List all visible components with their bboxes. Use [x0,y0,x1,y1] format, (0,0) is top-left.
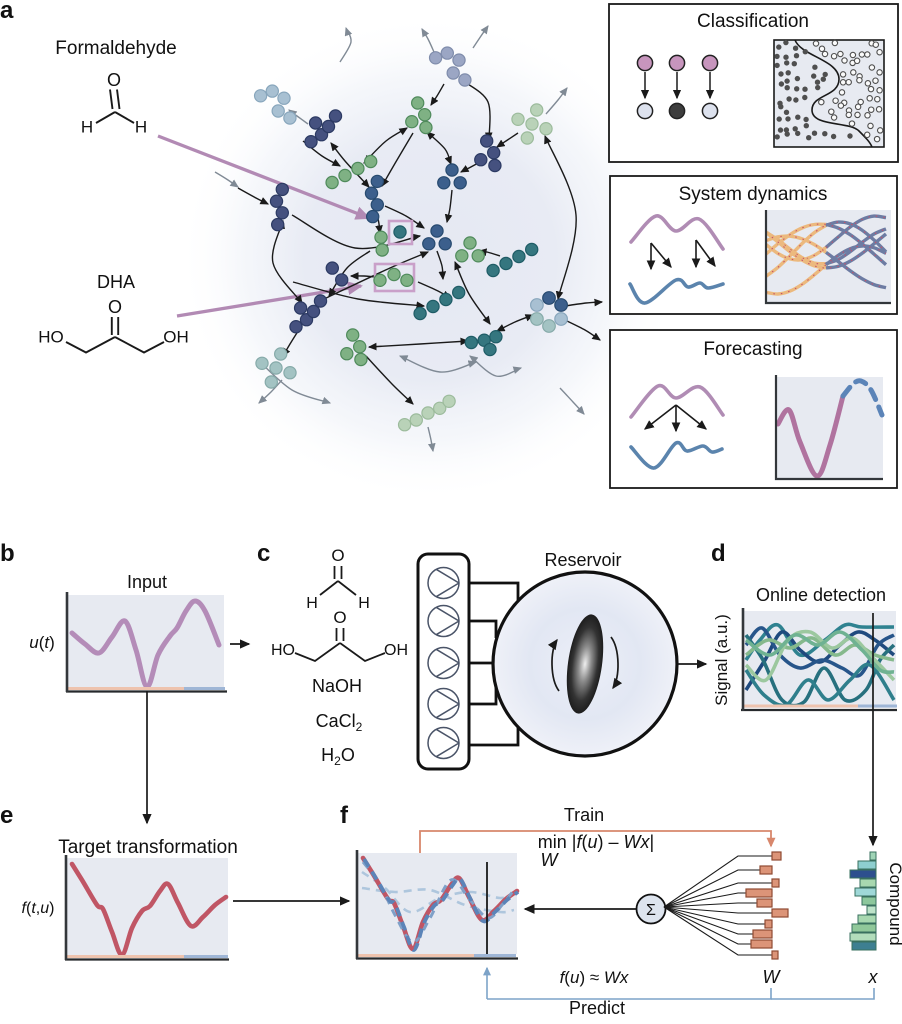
svg-text:O: O [333,608,346,627]
svg-text:f(t,u): f(t,u) [22,900,55,917]
svg-text:f: f [340,802,349,829]
svg-text:Formaldehyde: Formaldehyde [55,38,176,59]
svg-text:H: H [135,118,147,137]
svg-text:Train: Train [564,805,604,825]
svg-text:c: c [257,540,270,567]
svg-text:W: W [541,850,560,870]
svg-text:NaOH: NaOH [312,676,362,696]
svg-text:OH: OH [163,328,189,347]
svg-text:b: b [0,540,15,567]
svg-text:Reservoir: Reservoir [544,550,621,570]
svg-text:H2O: H2O [321,745,355,768]
svg-text:O: O [331,546,344,565]
svg-text:O: O [107,70,121,90]
svg-text:Σ: Σ [646,902,656,919]
svg-text:Online detection: Online detection [756,585,886,605]
svg-text:Signal (a.u.): Signal (a.u.) [712,614,731,706]
svg-text:e: e [0,802,13,829]
svg-text:O: O [108,297,122,317]
svg-text:f(u) ≈ Wx: f(u) ≈ Wx [560,968,629,987]
svg-text:Forecasting: Forecasting [703,339,802,360]
svg-text:H: H [358,595,370,612]
svg-text:a: a [0,0,14,24]
svg-text:x: x [868,967,879,987]
svg-text:DHA: DHA [97,272,135,292]
svg-text:HO: HO [271,642,295,659]
svg-text:d: d [711,540,726,567]
svg-text:Target transformation: Target transformation [58,837,238,858]
svg-text:u(t): u(t) [29,633,55,652]
svg-text:System dynamics: System dynamics [679,184,828,205]
svg-text:CaCl2: CaCl2 [316,711,363,734]
svg-text:W: W [763,967,782,987]
svg-text:HO: HO [38,328,64,347]
svg-text:Compound: Compound [886,862,902,945]
svg-text:min |f(u) – Wx|: min |f(u) – Wx| [538,832,654,852]
svg-text:Input: Input [127,572,167,592]
svg-text:Predict: Predict [569,998,625,1018]
svg-text:OH: OH [384,642,408,659]
svg-text:Classification: Classification [697,11,809,32]
svg-text:H: H [81,118,93,137]
svg-text:H: H [306,595,318,612]
